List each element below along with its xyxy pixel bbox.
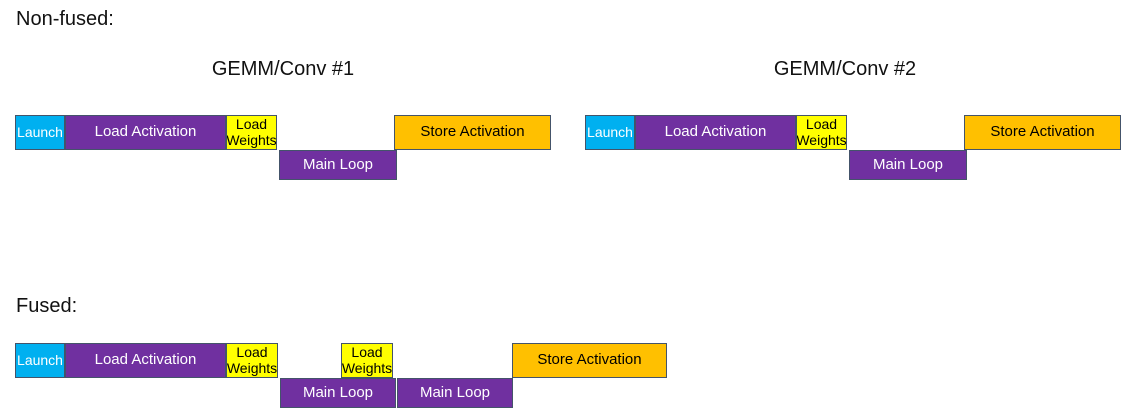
block-fused-store-activation: Store Activation (512, 343, 667, 378)
gemm-conv-2-title: GEMM/Conv #2 (773, 58, 917, 80)
non-fused-section-label: Non-fused: (16, 8, 114, 30)
block-fused-load-weights-1: Load Weights (226, 343, 278, 378)
block-fused-load-activation: Load Activation (65, 343, 226, 378)
block-fused-launch: Launch (15, 343, 65, 378)
gemm-conv-1-title: GEMM/Conv #1 (211, 58, 355, 80)
block-fused-load-weights-2: Load Weights (341, 343, 393, 378)
block-nonfused2-load-activation: Load Activation (635, 115, 796, 150)
block-nonfused1-load-activation: Load Activation (65, 115, 226, 150)
block-fused-main-loop-2: Main Loop (397, 378, 513, 408)
block-nonfused2-load-weights: Load Weights (796, 115, 847, 150)
block-fused-main-loop-1: Main Loop (280, 378, 396, 408)
block-nonfused1-launch: Launch (15, 115, 65, 150)
block-nonfused2-store-activation: Store Activation (964, 115, 1121, 150)
block-nonfused2-launch: Launch (585, 115, 635, 150)
block-nonfused1-store-activation: Store Activation (394, 115, 551, 150)
block-nonfused1-load-weights: Load Weights (226, 115, 277, 150)
fused-section-label: Fused: (16, 295, 78, 317)
block-nonfused2-main-loop: Main Loop (849, 150, 967, 180)
block-nonfused1-main-loop: Main Loop (279, 150, 397, 180)
